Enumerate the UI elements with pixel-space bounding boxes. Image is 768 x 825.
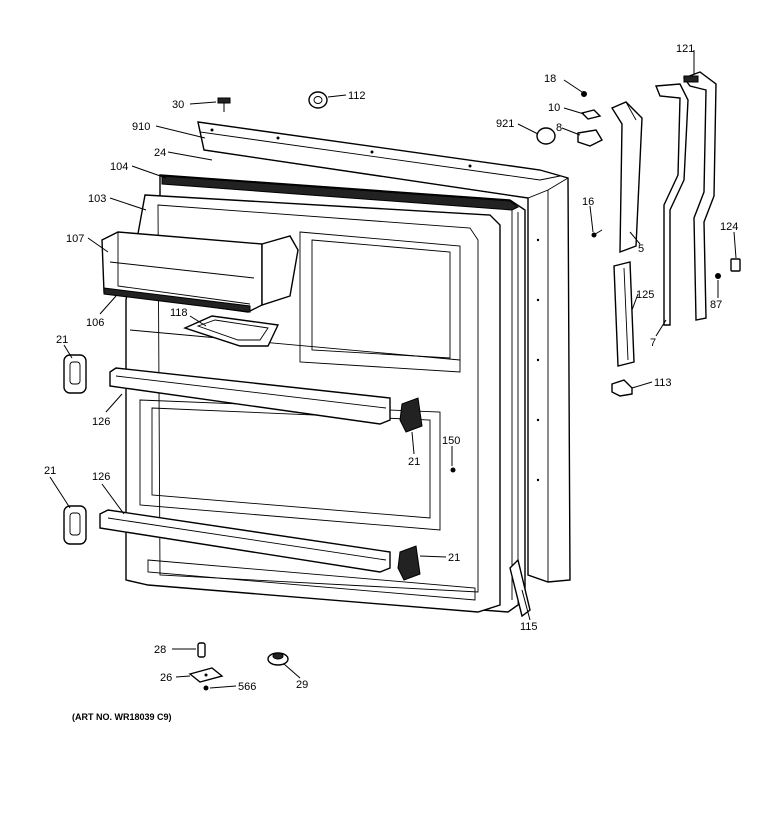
callout-113: 113	[654, 377, 672, 389]
shelf-end-cap-left-upper	[63, 354, 87, 394]
callout-26: 26	[160, 672, 172, 684]
hinge-bracket-5	[610, 101, 643, 254]
screw-566	[203, 685, 209, 691]
callout-103: 103	[88, 193, 106, 205]
shim-10	[580, 109, 602, 120]
door-shelf-bar-lower	[99, 509, 391, 573]
callout-28: 28	[154, 644, 166, 656]
callout-21-right-upper: 21	[408, 456, 420, 468]
screw-87	[715, 273, 721, 279]
callout-104: 104	[110, 161, 128, 173]
callout-21-left-lower: 21	[44, 465, 56, 477]
callout-107: 107	[66, 233, 84, 245]
shelf-end-cap-right-upper	[399, 397, 423, 433]
screw-16	[591, 229, 603, 238]
door-shelf-bar-upper	[109, 367, 391, 425]
handle-121	[682, 71, 717, 321]
art-number-caption: (ART NO. WR18039 C9)	[72, 712, 172, 722]
callout-labels: 30 112 910 24 104 103 107 106 118 21 126…	[44, 43, 738, 693]
plug-112	[308, 91, 328, 109]
callout-106: 106	[86, 317, 104, 329]
callout-118: 118	[170, 307, 188, 319]
callout-124: 124	[720, 221, 738, 233]
cap-921	[536, 127, 556, 145]
callout-125: 125	[636, 289, 654, 301]
screw-150	[450, 467, 456, 473]
shelf-end-cap-right-lower	[397, 545, 421, 581]
callout-7: 7	[650, 337, 656, 349]
callout-150: 150	[442, 435, 460, 447]
callout-112: 112	[348, 90, 366, 102]
channel-125	[613, 261, 635, 367]
callout-29: 29	[296, 679, 308, 691]
callout-5: 5	[638, 243, 644, 255]
door-outer-panel	[197, 121, 571, 583]
pin-28	[197, 642, 206, 658]
cover-29	[267, 652, 289, 666]
callout-10: 10	[548, 102, 560, 114]
callout-126-upper: 126	[92, 416, 110, 428]
callout-24: 24	[154, 147, 166, 159]
callout-21-right-lower: 21	[448, 552, 460, 564]
callout-87: 87	[710, 299, 722, 311]
screw-18	[581, 91, 587, 97]
handle-7	[654, 83, 689, 326]
clip-124	[730, 258, 741, 272]
callout-18: 18	[544, 73, 556, 85]
dairy-compartment-door	[101, 231, 299, 313]
shelf-end-cap-left-lower	[63, 505, 87, 545]
callout-21-left-upper: 21	[56, 334, 68, 346]
callout-16: 16	[582, 196, 594, 208]
callout-121: 121	[676, 43, 694, 55]
callout-921: 921	[496, 118, 514, 130]
egg-tray	[183, 315, 280, 347]
callout-126-lower: 126	[92, 471, 110, 483]
callout-910: 910	[132, 121, 150, 133]
plate-26	[188, 667, 224, 683]
callout-115: 115	[520, 621, 538, 633]
leader-lines	[49, 50, 737, 689]
callout-566: 566	[238, 681, 256, 693]
callout-8: 8	[556, 122, 562, 134]
bushing-8	[577, 129, 603, 147]
screw-30	[217, 97, 231, 112]
callout-30: 30	[172, 99, 184, 111]
cap-113	[611, 379, 633, 397]
